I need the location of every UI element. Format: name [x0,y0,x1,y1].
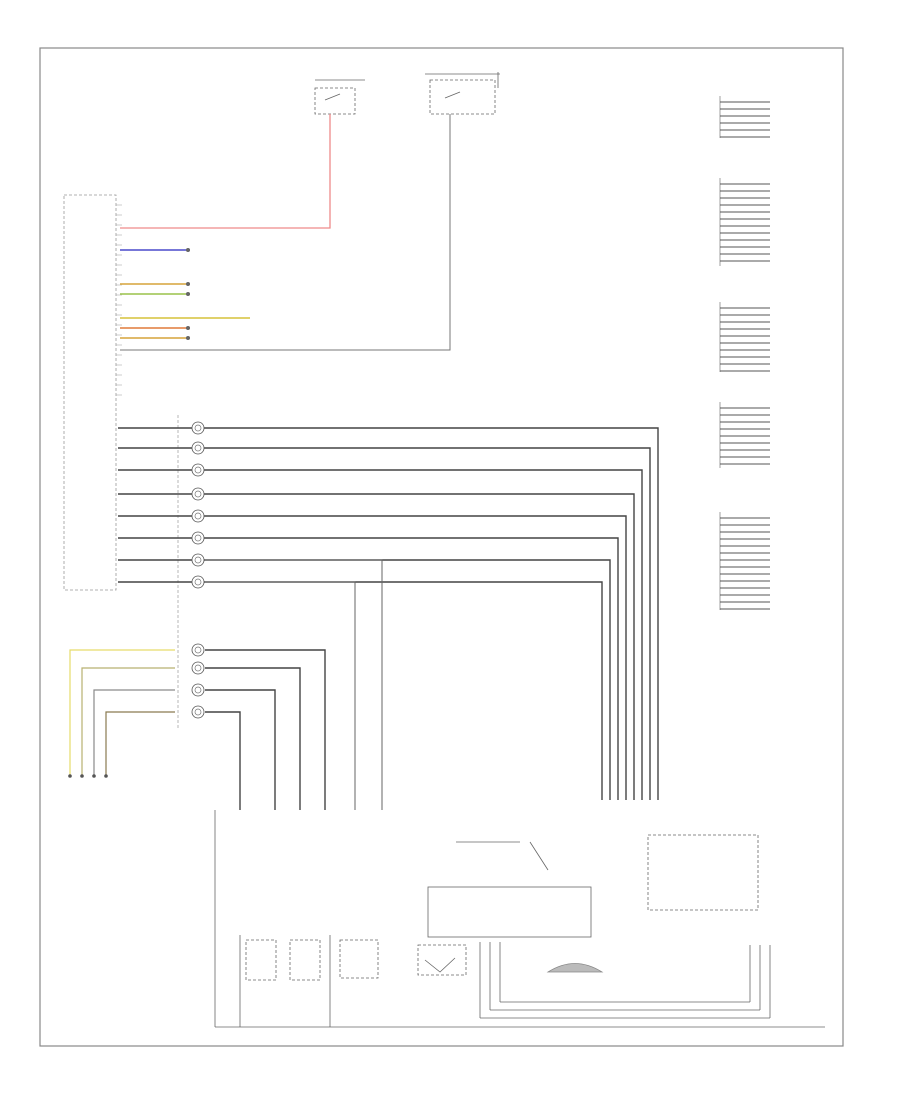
connector-ring [191,509,205,523]
connector-ring [191,441,205,455]
harness-wire [205,667,301,810]
connector-ring [191,661,205,675]
fuse-block-top [314,72,500,115]
connector-ring-inner [194,556,202,564]
harness-wire [205,581,356,810]
left-terminal-dots [68,774,108,778]
connector-ring [191,553,205,567]
connector-ring-inner [194,646,202,654]
connector-ring-inner [194,686,202,694]
harness-wire [118,515,627,800]
harness-wire [205,689,276,810]
inline-connectors [191,421,205,719]
page-frame [39,47,844,1047]
connector-ring-inner [194,578,202,586]
connector-ring [191,463,205,477]
right-switch-pins [719,96,770,610]
steering-module-box [63,194,117,591]
connector-ring-inner [194,534,202,542]
signal-wires-top [120,249,250,339]
power-wire-grey [120,114,451,351]
connector-ring [191,531,205,545]
lower-components [214,810,825,1028]
connector-ring-inner [194,708,202,716]
module-pin-stubs [116,204,122,396]
harness-wire [118,447,651,800]
connector-ring-inner [194,490,202,498]
harness-wire [205,711,241,810]
connector-dots-top [186,248,190,340]
connector-ring-inner [194,664,202,672]
harness-wire [118,559,611,800]
connector-ring-inner [194,512,202,520]
connector-ring [191,683,205,697]
harness-wire [118,469,643,800]
connector-ring-inner [194,444,202,452]
connector-ring [191,421,205,435]
connector-ring-inner [194,466,202,474]
connector-ring-inner [194,424,202,432]
harness-wire [205,559,383,810]
harness-wire [118,581,603,800]
connector-ring [191,575,205,589]
left-lower-wires [69,649,175,775]
harness-wire [118,493,635,800]
connector-ring [191,487,205,501]
power-wire-red [120,114,331,229]
harness-wire [118,537,619,800]
connector-ring [191,643,205,657]
harness-wire [118,427,659,800]
connector-ring [191,705,205,719]
main-harness-wires [118,427,659,810]
harness-wire [205,649,326,810]
